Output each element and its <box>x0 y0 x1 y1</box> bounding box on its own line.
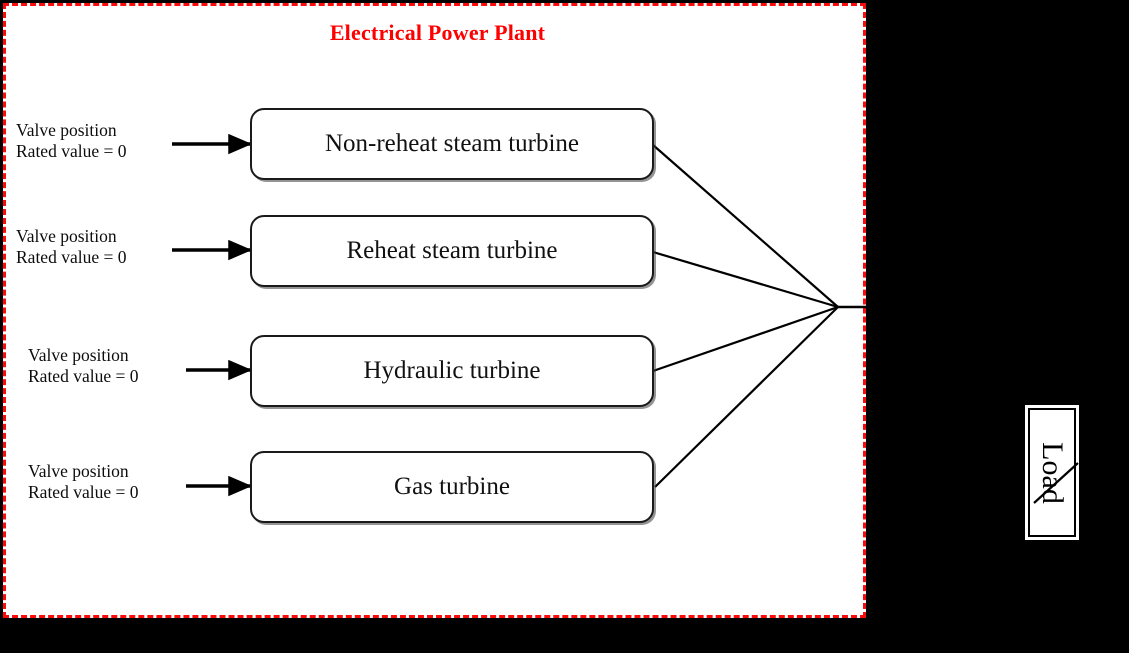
output-wire-1 <box>652 250 839 309</box>
turbine-block-reheat-steam[interactable]: Reheat steam turbine <box>250 215 654 287</box>
valve-position-label-2: Valve position Rated value = 0 <box>28 345 138 387</box>
turbine-label-2: Hydraulic turbine <box>363 357 541 384</box>
output-wire-0 <box>652 144 839 308</box>
valve-position-line1-0: Valve position <box>16 120 117 140</box>
output-wire-3 <box>654 306 839 488</box>
valve-position-line1-1: Valve position <box>16 226 117 246</box>
turbine-block-non-reheat-steam[interactable]: Non-reheat steam turbine <box>250 108 654 180</box>
turbine-label-1: Reheat steam turbine <box>346 237 558 264</box>
valve-position-label-3: Valve position Rated value = 0 <box>28 461 138 503</box>
load-label: Load <box>1036 441 1070 504</box>
valve-position-line1-3: Valve position <box>28 461 129 481</box>
turbine-block-gas[interactable]: Gas turbine <box>250 451 654 523</box>
valve-position-label-0: Valve position Rated value = 0 <box>16 120 126 162</box>
valve-position-line2-3: Rated value = 0 <box>28 482 139 502</box>
valve-position-line1-2: Valve position <box>28 345 129 365</box>
load-block[interactable]: Load <box>1025 405 1079 540</box>
load-block-inner: Load <box>1028 408 1076 537</box>
page-title: Electrical Power Plant <box>329 20 546 45</box>
valve-position-label-1: Valve position Rated value = 0 <box>16 226 126 268</box>
turbine-label-0: Non-reheat steam turbine <box>324 130 580 157</box>
valve-position-line2-2: Rated value = 0 <box>28 366 139 386</box>
turbine-label-3: Gas turbine <box>394 473 510 500</box>
valve-position-line2-1: Rated value = 0 <box>16 247 127 267</box>
output-wire-2 <box>652 305 839 373</box>
turbine-block-hydraulic[interactable]: Hydraulic turbine <box>250 335 654 407</box>
valve-position-line2-0: Rated value = 0 <box>16 141 127 161</box>
